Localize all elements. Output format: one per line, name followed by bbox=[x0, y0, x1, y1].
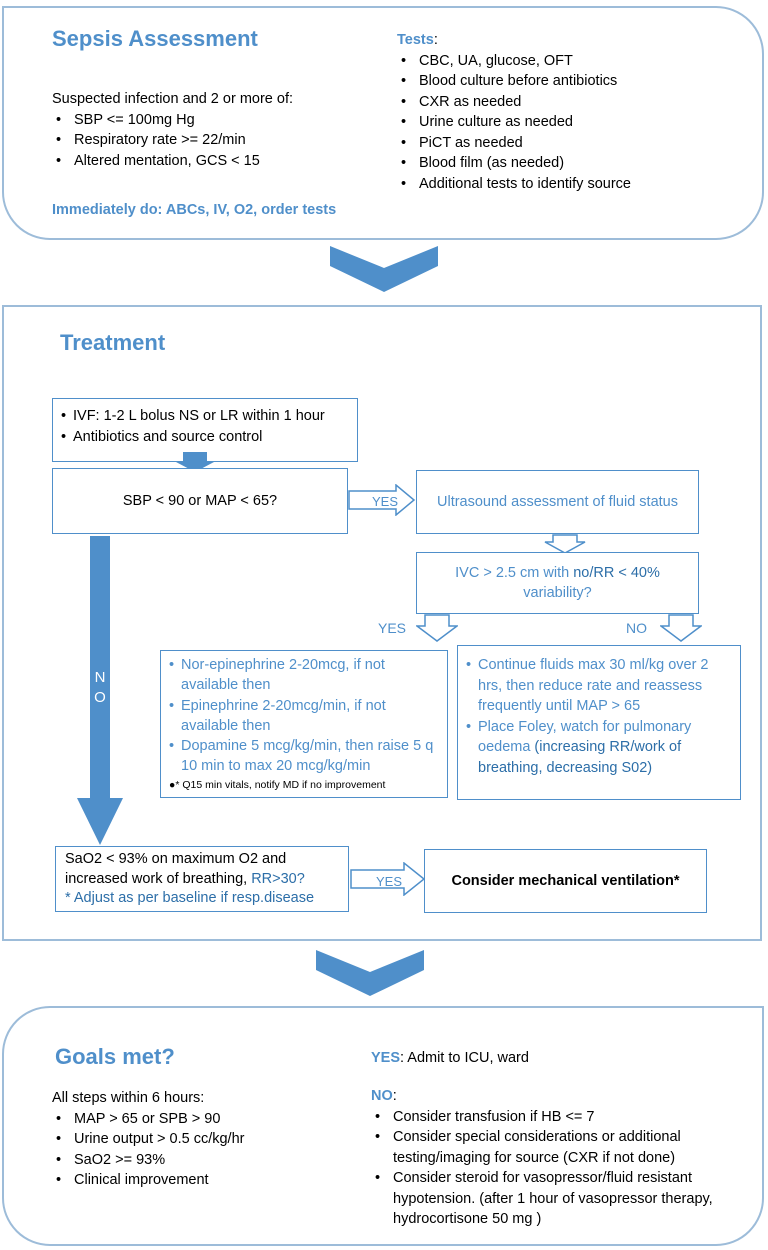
goals-title: Goals met? bbox=[55, 1044, 175, 1069]
yes-label: YES bbox=[376, 874, 403, 889]
arrow-down-icon bbox=[544, 534, 586, 554]
no-vertical-label: N O bbox=[94, 669, 106, 706]
tests-heading: Tests: bbox=[397, 32, 438, 48]
fluids-item: Place Foley, watch for pulmonary oedema … bbox=[466, 717, 732, 779]
yes-arrow-icon bbox=[350, 862, 426, 896]
sao2-question-box: SaO2 < 93% on maximum O2 and increased w… bbox=[55, 846, 349, 912]
ivf-item: IVF: 1-2 L bolus NS or LR within 1 hour bbox=[61, 406, 349, 427]
test-item: Blood culture before antibiotics bbox=[397, 71, 727, 92]
test-item: CBC, UA, glucose, OFT bbox=[397, 51, 727, 72]
tests-list: Tests: CBC, UA, glucose, OFT Blood cultu… bbox=[397, 30, 727, 194]
sao2-line: SaO2 < 93% on maximum O2 and bbox=[65, 851, 287, 867]
test-item: Urine culture as needed bbox=[397, 112, 727, 133]
vasopressor-item: Dopamine 5 mcg/kg/min, then raise 5 q 10… bbox=[169, 736, 439, 777]
goal-item: Urine output > 0.5 cc/kg/hr bbox=[52, 1129, 352, 1150]
test-item: Blood film (as needed) bbox=[397, 153, 727, 174]
ventilation-text: Consider mechanical ventilation* bbox=[451, 872, 680, 889]
goals-criteria: All steps within 6 hours: MAP > 65 or SP… bbox=[52, 1088, 352, 1191]
ventilation-box: Consider mechanical ventilation* bbox=[424, 849, 707, 913]
treatment-title: Treatment bbox=[60, 330, 166, 355]
vasopressor-item: Nor-epinephrine 2-20mcg, if not availabl… bbox=[169, 655, 439, 696]
sbp-question-box: SBP < 90 or MAP < 65? bbox=[52, 468, 348, 534]
arrow-down-icon bbox=[176, 452, 214, 472]
sao2-line: * Adjust as per baseline if resp.disease bbox=[65, 890, 315, 906]
assessment-title: Sepsis Assessment bbox=[52, 26, 258, 51]
ultrasound-text: Ultrasound assessment of fluid status bbox=[437, 493, 678, 510]
no-branch-arrow-icon bbox=[660, 614, 702, 642]
vasopressor-item: Epinephrine 2-20mcg/min, if not availabl… bbox=[169, 696, 439, 737]
yes-branch-arrow-icon bbox=[416, 614, 458, 642]
goal-item: Clinical improvement bbox=[52, 1170, 352, 1191]
goals-intro: All steps within 6 hours: bbox=[52, 1090, 205, 1106]
test-item: PiCT as needed bbox=[397, 133, 727, 154]
no-arrow-icon bbox=[77, 536, 123, 845]
ivf-item: Antibiotics and source control bbox=[61, 427, 349, 448]
yes-label: YES bbox=[378, 620, 407, 636]
ivc-question-box: IVC > 2.5 cm with no/RR < 40% variabilit… bbox=[416, 552, 699, 614]
criteria-item: SBP <= 100mg Hg bbox=[52, 110, 372, 131]
chevron-down-icon bbox=[316, 950, 424, 996]
sbp-question: SBP < 90 or MAP < 65? bbox=[122, 492, 278, 509]
test-item: Additional tests to identify source bbox=[397, 174, 727, 195]
no-action-item: Consider transfusion if HB <= 7 bbox=[371, 1107, 741, 1128]
goal-item: SaO2 >= 93% bbox=[52, 1150, 352, 1171]
criteria-item: Altered mentation, GCS < 15 bbox=[52, 151, 372, 172]
fluids-box: Continue fluids max 30 ml/kg over 2 hrs,… bbox=[457, 645, 741, 800]
criteria-intro: Suspected infection and 2 or more of: bbox=[52, 91, 294, 107]
no-label: NO bbox=[626, 620, 647, 636]
vasopressor-box: Nor-epinephrine 2-20mcg, if not availabl… bbox=[160, 650, 448, 798]
goals-yes: YES: Admit to ICU, ward bbox=[371, 1050, 529, 1066]
immediate-actions: Immediately do: ABCs, IV, O2, order test… bbox=[52, 202, 337, 218]
test-item: CXR as needed bbox=[397, 92, 727, 113]
yes-arrow-icon bbox=[348, 484, 416, 516]
ivc-line: IVC > 2.5 cm with no/RR < 40% bbox=[455, 564, 660, 581]
no-action-item: Consider special considerations or addit… bbox=[371, 1127, 741, 1168]
assessment-criteria: Suspected infection and 2 or more of: SB… bbox=[52, 89, 372, 171]
ultrasound-box: Ultrasound assessment of fluid status bbox=[416, 470, 699, 534]
criteria-item: Respiratory rate >= 22/min bbox=[52, 130, 372, 151]
no-action-item: Consider steroid for vasopressor/fluid r… bbox=[371, 1168, 741, 1230]
vasopressor-note: ●* Q15 min vitals, notify MD if no impro… bbox=[169, 778, 386, 791]
ivc-line: variability? bbox=[523, 585, 592, 601]
goal-item: MAP > 65 or SPB > 90 bbox=[52, 1109, 352, 1130]
goals-no: NO: Consider transfusion if HB <= 7 Cons… bbox=[371, 1086, 741, 1230]
goals-no-heading: NO: bbox=[371, 1088, 397, 1104]
fluids-item: Continue fluids max 30 ml/kg over 2 hrs,… bbox=[466, 655, 732, 717]
chevron-down-icon bbox=[330, 246, 438, 292]
yes-label: YES bbox=[372, 494, 399, 509]
sao2-line: increased work of breathing, RR>30? bbox=[65, 870, 305, 887]
